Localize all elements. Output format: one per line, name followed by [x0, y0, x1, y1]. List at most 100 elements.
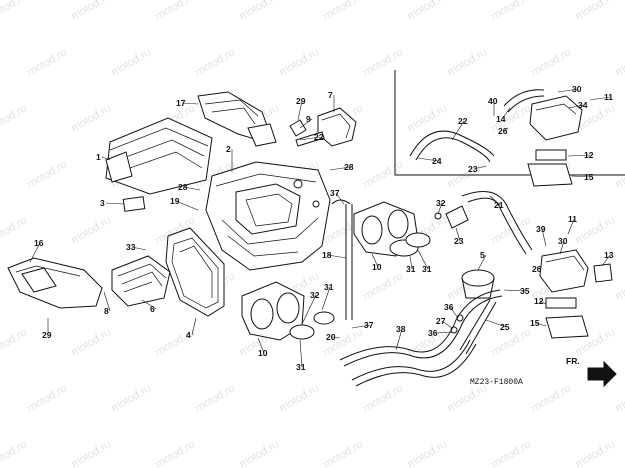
leader-c8	[103, 291, 111, 312]
watermark-text: motod.ru	[322, 0, 366, 23]
leader-c15a	[571, 175, 591, 178]
leader-c28a	[183, 186, 201, 191]
callout-c15a: 15	[584, 172, 594, 182]
front-arrow-icon	[587, 360, 617, 388]
leader-c17	[181, 102, 199, 105]
part-cover-12-lower	[545, 297, 577, 309]
callout-c22b: 22	[458, 116, 468, 126]
leader-c24	[417, 157, 439, 162]
callout-c36b: 36	[428, 328, 438, 338]
callout-c26a: 26	[498, 126, 508, 136]
watermark-text: motod.ru	[446, 382, 490, 414]
callout-c34: 34	[578, 100, 588, 110]
leader-c12a	[567, 154, 591, 157]
leader-c37a	[335, 192, 345, 205]
watermark-text: motod.ru	[362, 270, 406, 302]
callout-c29a: 29	[296, 96, 306, 106]
callout-c5: 5	[480, 250, 485, 260]
callout-c4: 4	[186, 330, 191, 340]
leader-c16	[29, 242, 41, 263]
leader-c12b	[539, 300, 547, 305]
leader-c32b	[301, 294, 317, 325]
callout-c10a: 10	[372, 262, 382, 272]
callout-c30a: 30	[572, 84, 582, 94]
leader-c11b	[567, 218, 575, 235]
part-reed-15-lower	[545, 315, 589, 339]
leader-c31b	[417, 249, 429, 270]
callout-c31c: 31	[324, 282, 334, 292]
callout-c28a: 28	[178, 182, 188, 192]
part-insulator-upper	[353, 201, 431, 257]
leader-c3	[105, 202, 125, 205]
leader-c33	[131, 246, 147, 251]
watermark-text: motod.ru	[0, 102, 29, 134]
watermark-text: motod.ru	[70, 326, 114, 358]
leader-c11a	[589, 96, 611, 101]
leader-c4	[191, 317, 197, 336]
part-hose-21	[461, 191, 533, 251]
watermark-text: motod.ru	[490, 326, 534, 358]
callout-c20: 20	[326, 332, 336, 342]
part-block	[122, 196, 146, 212]
callout-c31a: 31	[406, 264, 416, 274]
part-insulator-lower	[241, 281, 335, 341]
part-clip-9	[289, 119, 307, 137]
callout-c8: 8	[104, 306, 109, 316]
watermark-text: motod.ru	[70, 438, 114, 468]
leader-c10b	[257, 337, 265, 354]
watermark-text: motod.ru	[194, 46, 238, 78]
leader-c14	[501, 107, 511, 120]
watermark-text: motod.ru	[70, 0, 114, 23]
diagram-code: MZ23-F1800A	[470, 378, 523, 387]
callout-c37b: 37	[364, 320, 374, 330]
callout-c30b: 30	[558, 236, 568, 246]
watermark-text: motod.ru	[110, 382, 154, 414]
leader-c31d	[299, 339, 303, 368]
part-pipe-14	[503, 89, 545, 107]
watermark-text: motod.ru	[154, 438, 198, 468]
leader-c32a	[437, 202, 443, 215]
callout-c25: 25	[500, 322, 510, 332]
leader-c22b	[451, 120, 465, 141]
watermark-text: motod.ru	[238, 438, 282, 468]
callout-c13: 13	[604, 250, 614, 260]
part-air-cleaner-housing	[205, 161, 331, 271]
watermark-text: motod.ru	[26, 46, 70, 78]
callout-c33: 33	[126, 242, 136, 252]
part-air-cleaner-cover	[197, 91, 277, 147]
watermark-text: motod.ru	[614, 46, 625, 78]
watermark-text: motod.ru	[574, 0, 618, 23]
part-snorkel	[111, 255, 171, 307]
callout-c26b: 26	[532, 264, 542, 274]
leader-c35	[503, 289, 527, 292]
watermark-text: motod.ru	[406, 102, 450, 134]
callout-c21: 21	[494, 200, 504, 210]
leader-c9	[299, 118, 313, 129]
callout-c11a: 11	[604, 92, 613, 102]
callout-c32b: 32	[310, 290, 320, 300]
callout-c24: 24	[432, 156, 442, 166]
leader-c15b	[535, 322, 547, 327]
leader-c38	[395, 328, 403, 351]
part-bracket-13	[593, 263, 613, 283]
leader-c20	[331, 336, 341, 339]
callout-c35: 35	[520, 286, 530, 296]
part-air-cleaner-element	[105, 117, 213, 195]
watermark-text: motod.ru	[406, 0, 450, 23]
watermark-text: motod.ru	[530, 46, 574, 78]
leader-c21	[489, 195, 501, 206]
watermark-text: motod.ru	[110, 46, 154, 78]
callout-c31d: 31	[296, 362, 306, 372]
watermark-text: motod.ru	[278, 382, 322, 414]
leader-c10a	[371, 253, 379, 268]
leader-c22a	[299, 136, 321, 141]
part-pair-valve-lower	[539, 249, 589, 293]
leader-c1	[101, 156, 111, 161]
leader-c39	[541, 228, 547, 247]
callout-c28b: 28	[344, 162, 354, 172]
part-side-cover	[7, 257, 103, 309]
watermark-text: motod.ru	[574, 214, 618, 246]
part-stay-22	[295, 131, 325, 147]
callout-c12a: 12	[584, 150, 594, 160]
